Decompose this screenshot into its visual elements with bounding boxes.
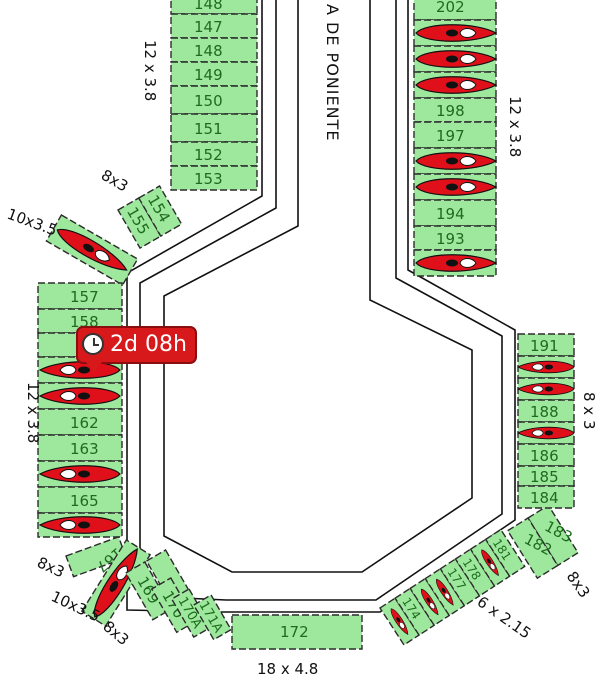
berth-label: 151 (194, 120, 223, 138)
berth-label: 186 (530, 447, 559, 465)
quay-outline (126, 0, 516, 613)
berth-label: 172 (280, 623, 309, 641)
berth-label: 162 (70, 414, 99, 432)
berth-label: 148 (194, 42, 223, 60)
dimension-label: 10x3.5 (5, 205, 60, 240)
berth-label: 197 (436, 127, 465, 145)
dimension-label: 8x3 (563, 568, 594, 601)
berth-label: 184 (530, 489, 559, 507)
berth-boat-diagonal (45, 214, 139, 286)
berth-label: 163 (70, 440, 99, 458)
dimension-label: 12 x 3.8 (506, 96, 524, 157)
berth-label: 147 (194, 18, 223, 36)
berth-group-diagonal-upper-left: 155 154 (117, 185, 183, 250)
street-name: A DE PONIENTE (323, 4, 342, 141)
occupancy-duration: 2d 08h (110, 332, 187, 357)
dimension-label: 6 x 2.15 (474, 593, 535, 643)
dimension-label: 12 x 3.8 (141, 40, 159, 101)
berth-label: 193 (436, 230, 465, 248)
berth-172: 172 (231, 614, 363, 650)
dimension-label: 12 x 3.8 (24, 382, 42, 443)
berth-group-left: 157 158 162 163 165 (37, 282, 123, 538)
berth-label: 198 (436, 102, 465, 120)
berth-label: 165 (70, 492, 99, 510)
berth-group-top-left: 148 147 148 149 150 151 152 153 (170, 0, 258, 191)
berth-label: 202 (436, 0, 465, 16)
berth-label: 148 (194, 0, 223, 13)
dimension-label: 8x3 (34, 553, 67, 581)
occupancy-tooltip[interactable]: 2d 08h (76, 326, 197, 372)
berth-label: 185 (530, 468, 559, 486)
berth-label: 149 (194, 66, 223, 84)
berth-label: 191 (530, 337, 559, 355)
clock-icon (82, 333, 104, 355)
berth-label: 188 (530, 403, 559, 421)
dimension-label: 8 x 3 (580, 392, 598, 430)
berth-label: 150 (194, 92, 223, 110)
berth-label: 157 (70, 288, 99, 306)
berth-group-bottom-right: 174 177 178 181 (379, 528, 526, 646)
tooltip-pointer (86, 362, 102, 372)
dimension-label: 8x3 (98, 166, 131, 196)
berth-group-far-right: 183 182 (506, 504, 579, 580)
berth-label: 152 (194, 146, 223, 164)
berth-label: 194 (436, 205, 465, 223)
berth-group-right: 191 188 186 185 184 (517, 333, 575, 509)
dimension-label: 18 x 4.8 (257, 660, 318, 678)
berth-label: 153 (194, 170, 223, 188)
berth-group-top-right: 202 198 197 194 193 (413, 0, 497, 277)
